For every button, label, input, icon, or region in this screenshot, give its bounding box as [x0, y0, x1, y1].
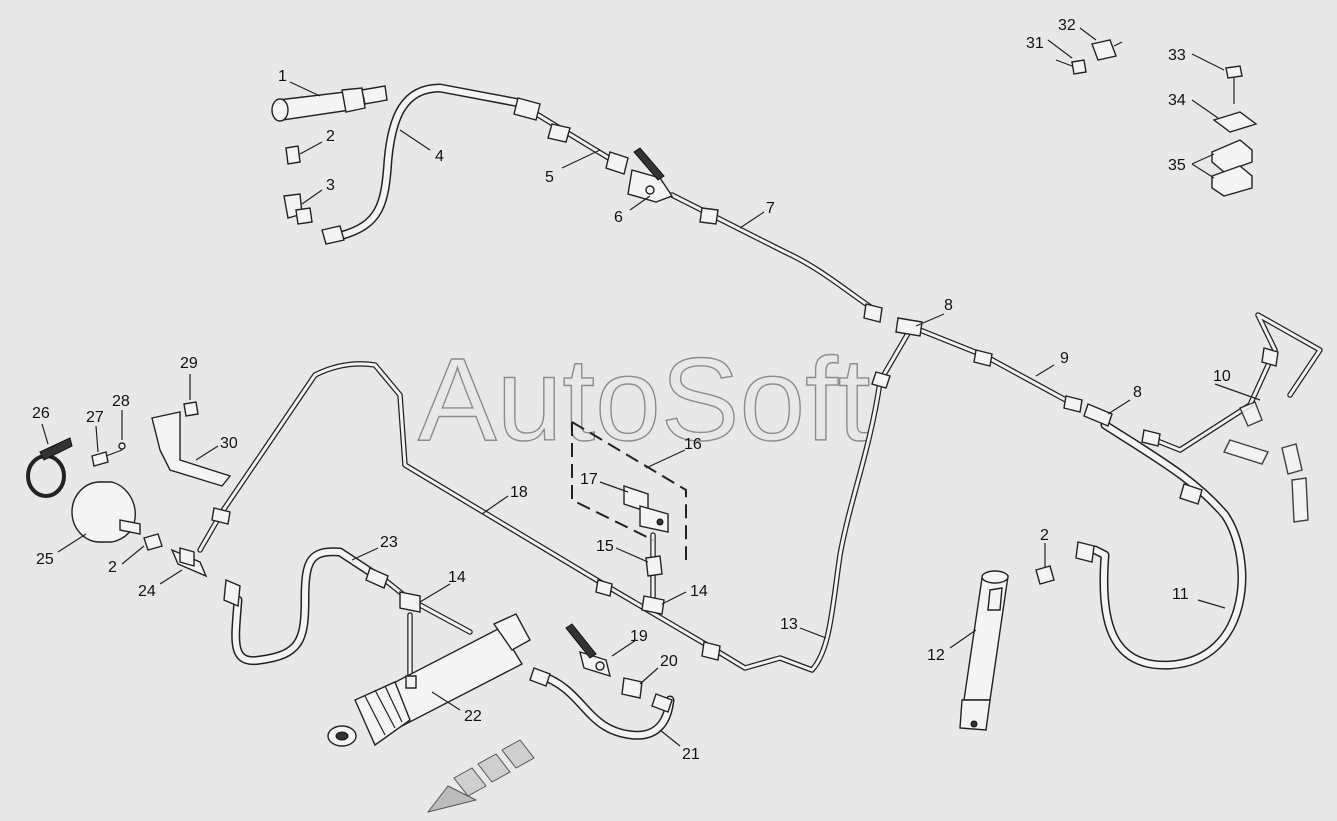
pipe-5 — [527, 107, 615, 163]
callout-22: 22 — [464, 708, 482, 725]
part-31-nut — [1055, 59, 1087, 75]
callout-19: 19 — [630, 628, 648, 645]
fittings-18 — [211, 507, 721, 661]
part-2-nipple-b — [143, 533, 163, 551]
part-14-tee-b — [641, 595, 665, 615]
part-28-washer — [118, 442, 126, 450]
callout-2: 2 — [326, 128, 335, 145]
part-19-valve — [565, 623, 611, 678]
part-2-nipple — [285, 145, 301, 165]
pipes-and-hoses — [197, 83, 1323, 740]
callout-35: 35 — [1168, 157, 1186, 174]
callout-33: 33 — [1168, 47, 1186, 64]
hose-21 — [535, 670, 675, 740]
callout-29: 29 — [180, 355, 198, 372]
part-24-tee — [170, 547, 208, 578]
part-12-cylinder — [959, 570, 1009, 731]
pipe-14-stub — [407, 602, 473, 683]
watermark: AutoSoft — [418, 334, 871, 466]
callout-9: 9 — [1060, 350, 1069, 367]
callout-14-b: 14 — [690, 583, 708, 600]
callout-21: 21 — [682, 746, 700, 763]
hose-11 — [1090, 420, 1247, 670]
pipe-7 — [669, 192, 878, 313]
callout-1: 1 — [278, 68, 287, 85]
callout-27: 27 — [86, 409, 104, 426]
fittings-upper — [513, 97, 629, 175]
callout-26: 26 — [32, 405, 50, 422]
part-30-bracket — [151, 411, 232, 487]
part-34-plate — [1212, 111, 1258, 133]
callout-5: 5 — [545, 169, 554, 186]
part-16-assembly-box — [571, 421, 687, 560]
part-32-nut — [1091, 39, 1123, 61]
fitting-7 — [699, 207, 883, 323]
fittings-9 — [973, 347, 1279, 563]
part-25-accumulator — [71, 481, 141, 543]
part-3-elbow — [283, 193, 345, 245]
part-35-clamp-block — [1211, 139, 1253, 197]
callout-30: 30 — [220, 435, 238, 452]
callout-24: 24 — [138, 583, 156, 600]
leader-lines — [41, 27, 1261, 747]
part-17-valve — [623, 485, 669, 533]
callout-labels: 1 2 3 4 5 6 7 8 9 10 11 12 13 14 15 16 1… — [32, 17, 1231, 763]
callout-7: 7 — [766, 200, 775, 217]
callout-10: 10 — [1213, 368, 1231, 385]
part-22-cylinder — [327, 613, 531, 747]
part-14-tee — [399, 591, 421, 613]
part-27-bolt — [91, 449, 123, 467]
hose-4 — [335, 83, 530, 241]
part-29-nut — [183, 401, 199, 417]
callout-3: 3 — [326, 177, 335, 194]
callout-13: 13 — [780, 616, 798, 633]
callout-28: 28 — [112, 393, 130, 410]
callout-2-b: 2 — [108, 559, 117, 576]
callout-17: 17 — [580, 471, 598, 488]
callout-4: 4 — [435, 148, 444, 165]
callout-23: 23 — [380, 534, 398, 551]
part-1-pin — [271, 85, 388, 122]
part-6-valve — [627, 147, 674, 203]
callout-32: 32 — [1058, 17, 1076, 34]
part-8-tee-b — [1083, 403, 1113, 427]
callout-34: 34 — [1168, 92, 1186, 109]
pipe-13 — [709, 327, 913, 673]
callout-16: 16 — [684, 436, 702, 453]
callout-12: 12 — [927, 647, 945, 664]
part-20-fitting — [529, 667, 673, 713]
callout-18: 18 — [510, 484, 528, 501]
callout-31: 31 — [1026, 35, 1044, 52]
callout-11: 11 — [1172, 586, 1189, 603]
part-15-nipple — [645, 555, 663, 577]
direction-arrow — [426, 739, 535, 813]
callout-6: 6 — [614, 209, 623, 226]
callout-25: 25 — [36, 551, 54, 568]
callout-8: 8 — [944, 297, 953, 314]
callout-2-c: 2 — [1040, 527, 1049, 544]
part-10-bolts — [1223, 401, 1309, 523]
part-26-clamp — [26, 437, 73, 498]
part-33-bolt — [1225, 65, 1243, 104]
callout-20: 20 — [660, 653, 678, 670]
pipe-10 — [1147, 312, 1323, 453]
callout-14: 14 — [448, 569, 466, 586]
callout-8-b: 8 — [1133, 384, 1142, 401]
callout-15: 15 — [596, 538, 614, 555]
part-8-tee — [871, 317, 923, 389]
part-2-nipple-c — [1035, 565, 1055, 585]
fittings-23 — [223, 567, 389, 608]
